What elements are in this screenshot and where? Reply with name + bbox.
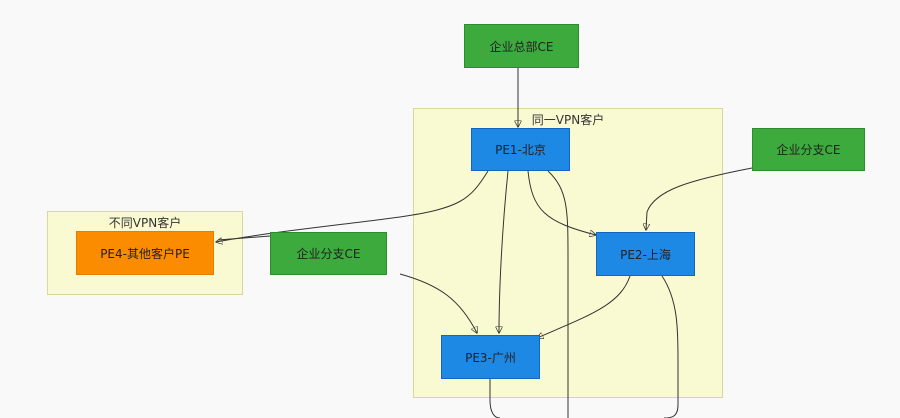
node-pe2-label: PE2-上海 [620, 247, 671, 262]
edge-pe1-to-pe2 [527, 170, 596, 235]
node-pe1-label: PE1-北京 [495, 143, 546, 157]
edge-pe2-down [661, 275, 679, 418]
node-branch-ce-right-label: 企业分支CE [776, 143, 841, 157]
edge-pe1-to-pe4 [216, 170, 489, 242]
node-pe2-shanghai[interactable]: PE2-上海 [596, 232, 695, 276]
node-pe1-beijing[interactable]: PE1-北京 [471, 128, 570, 171]
cluster-other-vpn-label: 不同VPN客户 [108, 216, 182, 230]
edge-pe1-down [547, 170, 569, 418]
edge-branch-ce-left-to-pe4 [217, 235, 271, 241]
node-pe4-other[interactable]: PE4-其他客户PE [76, 231, 214, 275]
node-pe4-label: PE4-其他客户PE [100, 246, 190, 261]
edge-pe1-to-pe3 [499, 170, 509, 333]
node-hq-ce[interactable]: 企业总部CE [464, 24, 579, 68]
cluster-same-vpn-label: 同一VPN客户 [531, 113, 605, 127]
edge-branch-ce-right-to-pe2 [646, 167, 753, 230]
edge-pe3-down [489, 379, 501, 418]
edge-branch-ce-left-to-pe3 [399, 273, 477, 333]
node-pe3-guangzhou[interactable]: PE3-广州 [441, 335, 540, 379]
node-pe3-label: PE3-广州 [465, 350, 516, 365]
edge-pe2-to-pe3 [537, 275, 631, 338]
node-branch-ce-left-label: 企业分支CE [296, 247, 361, 261]
node-hq-ce-label: 企业总部CE [489, 39, 554, 54]
node-branch-ce-left[interactable]: 企业分支CE [270, 232, 387, 275]
node-branch-ce-right[interactable]: 企业分支CE [752, 128, 865, 171]
